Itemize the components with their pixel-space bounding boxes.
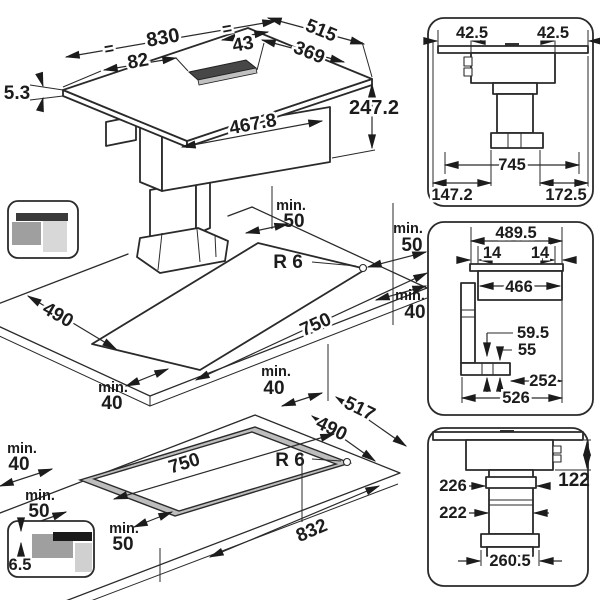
dim-glass-thickness: 5.3 — [4, 83, 30, 104]
dim-inner-width-side: 466 — [505, 278, 533, 296]
dim-right-offset-front: 172.5 — [545, 186, 586, 204]
dim-left-offset-front: 147.2 — [431, 186, 472, 204]
duct-elbow — [136, 227, 229, 274]
dim-vent-width: 43 — [231, 32, 255, 56]
equal-mark-left: = — [103, 39, 116, 58]
corner-radius-point — [358, 263, 368, 273]
front-view-panel: 42.5 42.5 745 147.2 172.5 — [423, 17, 600, 207]
dim-clearance-below-min: min. — [276, 198, 306, 214]
dim-lower-width: 222 — [439, 504, 467, 522]
dim-cutout-depth: 490 — [39, 298, 77, 332]
body-front — [470, 52, 556, 84]
dim-back-right-min: min. — [393, 221, 423, 237]
dim-duct-offset: 252 — [529, 372, 557, 390]
dim-upper-width: 226 — [439, 477, 467, 495]
dim-left-overhang: 42.5 — [456, 24, 488, 42]
dim-flush-radius: R 6 — [275, 450, 305, 471]
plinth-view-panel: 122 226 222 260.5 — [427, 427, 592, 587]
dim-flush-left-min: min. — [7, 441, 37, 457]
dim-outer-depth: 517 — [341, 393, 379, 426]
dim-cutout-radius: R 6 — [273, 252, 303, 273]
vent-grille-facet — [197, 67, 258, 86]
dim-front-right-min: min. — [395, 288, 425, 304]
dim-base-width: 260.5 — [489, 552, 530, 570]
body-plinth — [465, 439, 554, 471]
glass-front — [437, 45, 589, 54]
dim-front-left-value: 40 — [101, 393, 122, 414]
dim-flush-side-value: 50 — [112, 534, 133, 555]
dim-back-right-value: 50 — [401, 235, 422, 256]
dim-clearance-below-value: 50 — [283, 211, 304, 232]
dim-total-height: 247.2 — [349, 97, 399, 119]
glass-plinth — [432, 431, 584, 441]
dim-flush-back-min: min. — [261, 364, 291, 380]
dim-flush-left-value: 40 — [8, 454, 29, 475]
cutout-opening — [91, 242, 367, 371]
glass-side — [469, 263, 564, 272]
dim-right-lip: 14 — [531, 244, 550, 262]
drop-duct — [460, 282, 476, 364]
dim-duct-drop-inner: 55 — [518, 341, 536, 359]
flush-mount-icon: 6.5 — [7, 517, 95, 578]
dim-front-right-value: 40 — [404, 302, 425, 323]
dim-rebate-depth: 6.5 — [9, 556, 32, 574]
dim-right-overhang: 42.5 — [537, 24, 569, 42]
dim-front-left-min: min. — [98, 380, 128, 396]
dim-side-height: 122 — [558, 470, 590, 491]
duct-outlet — [460, 362, 511, 376]
dim-total-width: 830 — [145, 24, 182, 51]
hob-body-left — [139, 126, 163, 192]
dim-body-width-front: 745 — [498, 156, 526, 174]
dim-flush-left2-value: 50 — [28, 501, 49, 522]
corner-radius-point-flush — [342, 457, 352, 467]
duct-front-view — [496, 93, 534, 134]
dim-total-depth-side: 526 — [502, 389, 530, 407]
dim-flush-side-min: min. — [109, 521, 139, 537]
dim-flush-back-value: 40 — [263, 378, 284, 399]
dim-duct-drop: 59.5 — [517, 324, 549, 342]
dim-outer-width-side: 489.5 — [495, 224, 536, 242]
dim-flush-left2-min: min. — [25, 488, 55, 504]
dim-left-offset: 82 — [126, 49, 150, 73]
dim-left-lip: 14 — [483, 244, 502, 262]
surface-mount-icon — [7, 200, 79, 259]
side-view-panel: 489.5 14 14 466 59.5 55 252 526 — [427, 221, 594, 416]
plinth-base — [480, 533, 540, 548]
main-view: = 830 = 43 82 515 369 5.3 247.2 467.8 mi… — [4, 13, 402, 274]
